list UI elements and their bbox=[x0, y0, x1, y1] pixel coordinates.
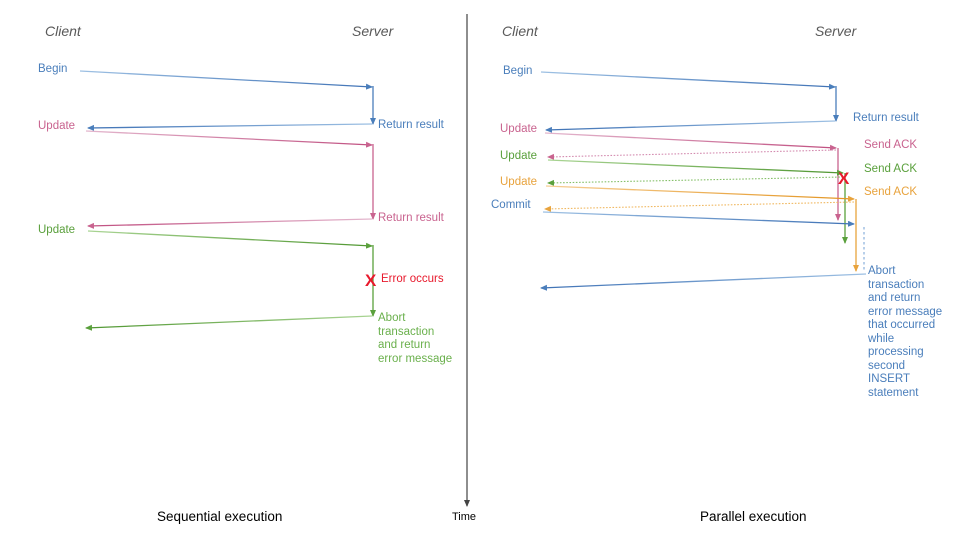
right-msg-update-green-arrow bbox=[547, 159, 844, 176]
left-msg-update-2-arrow bbox=[87, 230, 373, 249]
right-msg-abort-arrow bbox=[540, 273, 867, 291]
right-actor-server-label: Server bbox=[815, 23, 857, 39]
left-label-return-result-1: Return result bbox=[378, 119, 444, 131]
right-label-update-green: Update bbox=[500, 150, 538, 162]
right-actor-client-label: Client bbox=[502, 23, 538, 39]
left-abort-note-line-1: Abort bbox=[378, 312, 406, 324]
right-label-update-orange: Update bbox=[500, 176, 538, 188]
right-abort-note-line-6: while bbox=[868, 332, 895, 345]
error-x-icon-right: X bbox=[838, 169, 850, 188]
right-abort-note-line-4: error message bbox=[868, 305, 943, 318]
right-msg-return-result-arrow bbox=[545, 120, 836, 133]
left-label-update-2: Update bbox=[38, 224, 76, 236]
time-axis-label: Time bbox=[452, 511, 477, 523]
right-msg-commit-arrow bbox=[542, 211, 855, 227]
right-label-update-pink: Update bbox=[500, 123, 538, 135]
right-msg-update-pink-arrow bbox=[544, 132, 837, 151]
left-msg-begin-arrow bbox=[79, 70, 373, 90]
right-abort-note-line-1: Abort bbox=[868, 265, 896, 277]
left-label-begin: Begin bbox=[38, 63, 68, 75]
left-panel-caption: Sequential execution bbox=[157, 509, 283, 524]
right-abort-note-line-7: processing bbox=[868, 346, 924, 358]
right-ack-pink-arrow bbox=[547, 149, 837, 160]
right-ack-green-arrow bbox=[547, 176, 844, 186]
right-abort-note-line-10: statement bbox=[868, 386, 919, 399]
right-ack-orange-arrow bbox=[544, 201, 855, 212]
left-abort-note-line-4: error message bbox=[378, 352, 453, 365]
left-msg-update-1-arrow bbox=[85, 130, 373, 148]
right-msg-update-orange-arrow bbox=[545, 185, 855, 202]
left-abort-note: Abort transaction and return error messa… bbox=[378, 312, 464, 366]
right-abort-note-line-8: second bbox=[868, 359, 906, 372]
left-actor-client-label: Client bbox=[45, 23, 81, 39]
left-label-update-1: Update bbox=[38, 120, 76, 132]
left-msg-return-result-2-arrow bbox=[87, 218, 373, 229]
right-label-send-ack-green: Send ACK bbox=[864, 163, 918, 175]
left-label-error-occurs: Error occurs bbox=[381, 273, 444, 285]
left-label-return-result-2: Return result bbox=[378, 212, 444, 224]
right-abort-note-line-5: that occurred bbox=[868, 319, 936, 331]
left-msg-abort-arrow bbox=[85, 315, 373, 331]
right-label-send-ack-pink: Send ACK bbox=[864, 139, 918, 151]
right-abort-note-line-3: and return bbox=[868, 292, 921, 304]
right-label-send-ack-orange: Send ACK bbox=[864, 186, 918, 198]
right-msg-begin-arrow bbox=[540, 71, 836, 90]
left-abort-note-line-3: and return bbox=[378, 339, 431, 351]
right-abort-note-line-2: transaction bbox=[868, 278, 925, 291]
left-msg-return-result-1-arrow bbox=[87, 123, 373, 131]
right-label-commit: Commit bbox=[491, 199, 531, 211]
left-actor-server-label: Server bbox=[352, 23, 394, 39]
right-label-return-result: Return result bbox=[853, 112, 919, 124]
left-abort-note-line-2: transaction bbox=[378, 325, 435, 338]
right-label-begin: Begin bbox=[503, 65, 533, 77]
error-x-icon-left: X bbox=[365, 271, 377, 290]
right-panel-caption: Parallel execution bbox=[700, 509, 807, 524]
right-abort-note: Abort transaction and return error messa… bbox=[868, 265, 958, 400]
right-abort-note-line-9: INSERT bbox=[868, 373, 910, 385]
